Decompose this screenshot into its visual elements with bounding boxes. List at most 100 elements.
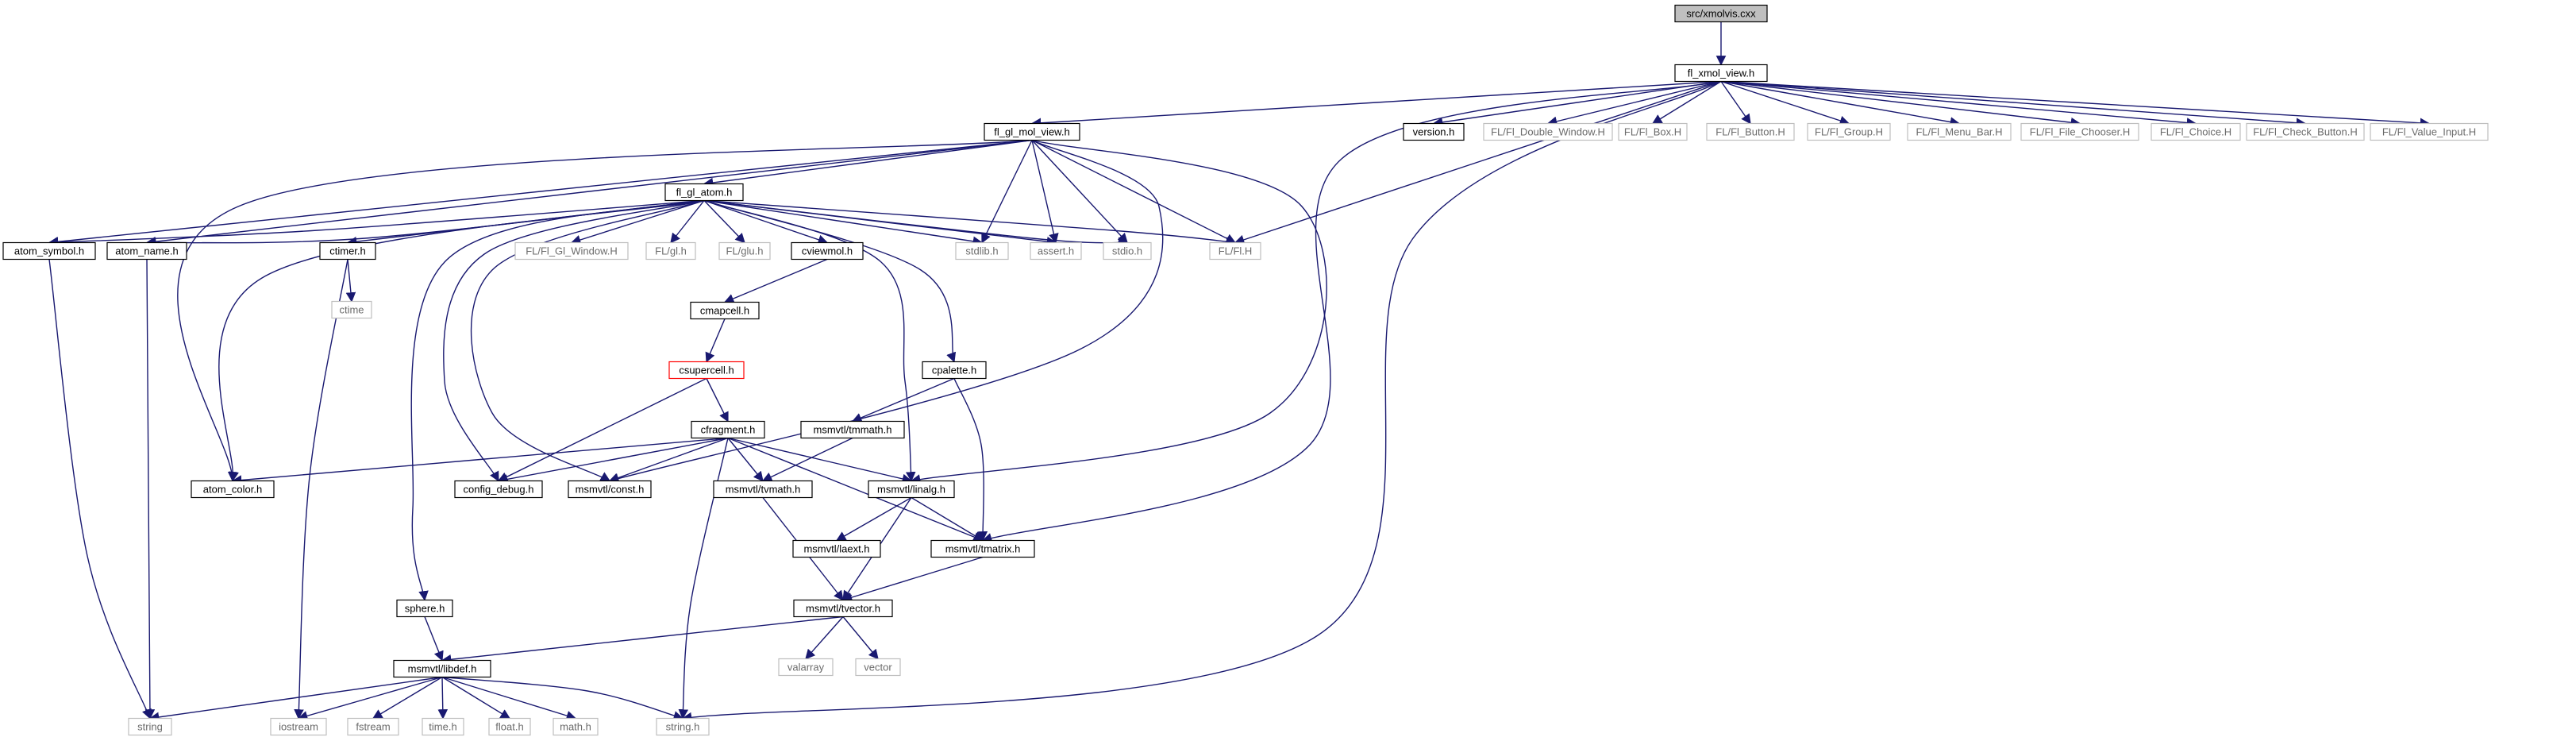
node-label: FL/Fl.H xyxy=(1219,245,1253,257)
edge-fl_gl_atom-to-const xyxy=(470,199,705,482)
edge-tvector-to-vector xyxy=(842,616,879,660)
edge-atom_symbol-to-string xyxy=(48,259,152,720)
node-box xyxy=(855,658,901,677)
edge-linalg-to-tmatrix xyxy=(911,496,984,542)
node-tvmath[interactable]: msmvtl/tvmath.h xyxy=(713,480,813,499)
node-fl-file-chooser: FL/Fl_File_Chooser.H xyxy=(2020,122,2139,141)
node-assert: assert.h xyxy=(1030,241,1082,261)
edge-libdef-to-time_h xyxy=(437,677,449,720)
node-cviewmol[interactable]: cviewmol.h xyxy=(791,241,864,261)
node-label: atom_color.h xyxy=(203,484,262,496)
node-box xyxy=(1209,241,1261,261)
node-tmmath[interactable]: msmvtl/tmmath.h xyxy=(800,420,905,439)
edge-fl_xmol_view-to-fl_file_chooser xyxy=(1720,80,2081,128)
node-xmolvis[interactable]: src/xmolvis.cxx xyxy=(1674,4,1768,23)
node-label: src/xmolvis.cxx xyxy=(1686,8,1756,20)
node-fl-xmol-view[interactable]: fl_xmol_view.h xyxy=(1674,64,1768,83)
edge-fl_gl_mol_view-to-assert xyxy=(1031,140,1059,244)
node-csupercell[interactable]: csupercell.h xyxy=(668,361,745,380)
node-atom-color[interactable]: atom_color.h xyxy=(191,480,275,499)
edge-fl_gl_mol_view-to-atom_name xyxy=(145,139,1033,247)
node-laext[interactable]: msmvtl/laext.h xyxy=(792,539,881,558)
node-float-h: float.h xyxy=(488,717,531,736)
node-box xyxy=(270,717,327,736)
edge-cmapcell-to-csupercell xyxy=(705,318,726,363)
node-box xyxy=(656,717,710,736)
node-tvector[interactable]: msmvtl/tvector.h xyxy=(793,599,893,618)
edge-fl_gl_mol_view-to-fl_gl_atom xyxy=(703,139,1033,188)
edge-tmmath-to-tvmath xyxy=(761,437,853,482)
edge-libdef-to-float_h xyxy=(441,676,511,720)
node-vector: vector xyxy=(855,658,901,677)
edge-fl_gl_atom-to-cpalette xyxy=(703,199,957,363)
node-version[interactable]: version.h xyxy=(1403,122,1465,141)
node-string-h: string.h xyxy=(656,717,710,736)
edge-fl_gl_atom-to-fl_glu xyxy=(703,200,745,244)
node-math-h: math.h xyxy=(553,717,599,736)
edge-cfragment-to-linalg xyxy=(727,437,913,484)
edge-fl_gl_atom-to-config_debug xyxy=(443,199,705,482)
node-label: ctime xyxy=(339,304,364,316)
edge-cfragment-to-const xyxy=(608,437,729,483)
node-cfragment[interactable]: cfragment.h xyxy=(691,420,765,439)
edge-fl_xmol_view-to-fl_choice xyxy=(1720,80,2197,128)
node-fl-gl-mol-view[interactable]: fl_gl_mol_view.h xyxy=(984,122,1080,141)
node-tmatrix[interactable]: msmvtl/tmatrix.h xyxy=(930,539,1035,558)
node-label: cmapcell.h xyxy=(700,305,749,317)
node-box xyxy=(645,241,696,261)
edge-fl_xmol_view-to-version xyxy=(1432,80,1722,128)
node-sphere[interactable]: sphere.h xyxy=(396,599,453,618)
edge-ctimer-to-ctime xyxy=(345,259,356,303)
node-cpalette[interactable]: cpalette.h xyxy=(922,361,987,380)
edge-linalg-to-laext xyxy=(835,496,912,542)
node-const[interactable]: msmvtl/const.h xyxy=(568,480,652,499)
node-box xyxy=(922,361,987,380)
node-box xyxy=(568,480,652,499)
node-atom-symbol[interactable]: atom_symbol.h xyxy=(2,241,96,261)
node-stdio: stdio.h xyxy=(1103,241,1152,261)
edge-cfragment-to-tmatrix xyxy=(727,437,984,542)
node-box xyxy=(791,241,864,261)
node-ctime: ctime xyxy=(331,300,372,319)
node-box xyxy=(793,599,893,618)
edge-cfragment-to-tvmath xyxy=(727,438,764,482)
node-box xyxy=(792,539,881,558)
edge-tmatrix-to-tvector xyxy=(841,556,984,603)
node-string: string xyxy=(128,717,172,736)
node-box xyxy=(955,241,1009,261)
edge-cpalette-to-tmmath xyxy=(851,377,955,423)
node-libdef[interactable]: msmvtl/libdef.h xyxy=(393,659,491,678)
node-label: stdio.h xyxy=(1112,245,1142,257)
edge-fl_gl_mol_view-to-linalg xyxy=(910,139,1327,484)
edge-fl_xmol_view-to-fl_button xyxy=(1720,81,1751,125)
node-label: FL/Fl_Group.H xyxy=(1815,126,1883,138)
node-label: msmvtl/const.h xyxy=(576,484,645,496)
node-config-debug[interactable]: config_debug.h xyxy=(454,480,543,499)
edge-fl_xmol_view-to-fl_box xyxy=(1651,80,1722,125)
node-ctimer[interactable]: ctimer.h xyxy=(319,241,376,261)
node-fl-gl-window: FL/Fl_Gl_Window.H xyxy=(514,241,629,261)
node-time-h: time.h xyxy=(422,717,464,736)
edge-fl_gl_mol_view-to-atom_symbol xyxy=(48,139,1033,247)
node-fl-check-button: FL/Fl_Check_Button.H xyxy=(2246,122,2365,141)
node-box xyxy=(553,717,599,736)
edge-csupercell-to-cfragment xyxy=(706,378,729,423)
node-fl-gl-atom[interactable]: fl_gl_atom.h xyxy=(664,183,744,202)
node-box xyxy=(984,122,1080,141)
node-fl-choice: FL/Fl_Choice.H xyxy=(2151,122,2241,141)
node-label: FL/Fl_File_Chooser.H xyxy=(2030,126,2130,138)
edge-fl_xmol_view-to-fl_menu_bar xyxy=(1720,80,1961,127)
node-label: FL/Fl_Menu_Bar.H xyxy=(1916,126,2002,138)
node-label: msmvtl/laext.h xyxy=(803,543,869,555)
node-linalg[interactable]: msmvtl/linalg.h xyxy=(868,480,955,499)
node-stdlib: stdlib.h xyxy=(955,241,1009,261)
node-atom-name[interactable]: atom_name.h xyxy=(106,241,187,261)
edge-fl_xmol_view-to-fl_check_button xyxy=(1720,80,2307,128)
node-box xyxy=(713,480,813,499)
node-fl-glu: FL/glu.h xyxy=(718,241,771,261)
edge-fl_xmol_view-to-tmatrix xyxy=(981,80,1722,543)
node-fl-box: FL/Fl_Box.H xyxy=(1618,122,1688,141)
node-box xyxy=(488,717,531,736)
node-cmapcell[interactable]: cmapcell.h xyxy=(690,301,760,320)
